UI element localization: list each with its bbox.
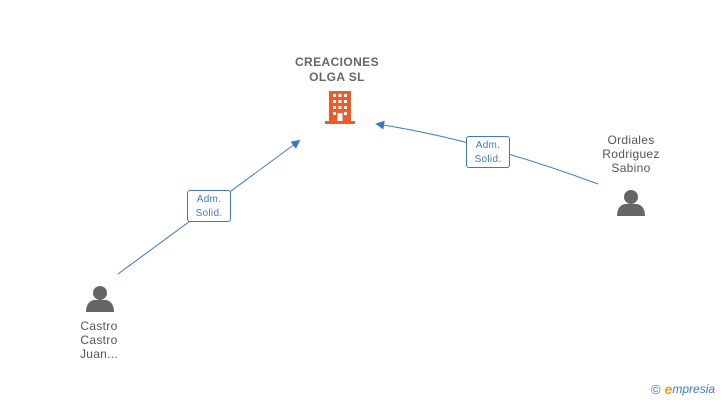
person-name-castro[interactable]: Castro Castro Juan... <box>64 319 134 361</box>
copyright-symbol: © <box>651 381 661 397</box>
edge-label-line1: Adm. <box>196 194 222 205</box>
brand-rest: mpresia <box>672 382 716 396</box>
person-name-line: Ordiales <box>607 133 655 147</box>
edge-label-castro[interactable]: Adm. Solid. <box>187 190 231 222</box>
building-icon[interactable] <box>325 91 355 124</box>
company-name-line1: CREACIONES <box>294 55 379 69</box>
edge-label-line1: Adm. <box>475 140 501 151</box>
person-icon[interactable] <box>86 286 114 312</box>
person-icon[interactable] <box>617 190 645 216</box>
empresia-logo: © e mpresia <box>651 380 715 398</box>
company-name-line2: OLGA SL <box>309 70 365 84</box>
edge-label-line2: Solid. <box>474 154 502 165</box>
person-name-line: Sabino <box>611 161 651 175</box>
company-name[interactable]: CREACIONES OLGA SL <box>287 55 387 85</box>
edge-label-line2: Solid. <box>195 208 223 219</box>
person-name-line: Castro <box>80 333 118 347</box>
person-name-line: Juan... <box>79 347 119 361</box>
person-name-line: Castro <box>80 319 118 333</box>
edge-label-ordiales[interactable]: Adm. Solid. <box>466 136 510 168</box>
person-name-line: Rodriguez <box>602 147 660 161</box>
person-name-ordiales[interactable]: Ordiales Rodriguez Sabino <box>593 133 669 175</box>
brand-initial: e <box>664 381 673 397</box>
